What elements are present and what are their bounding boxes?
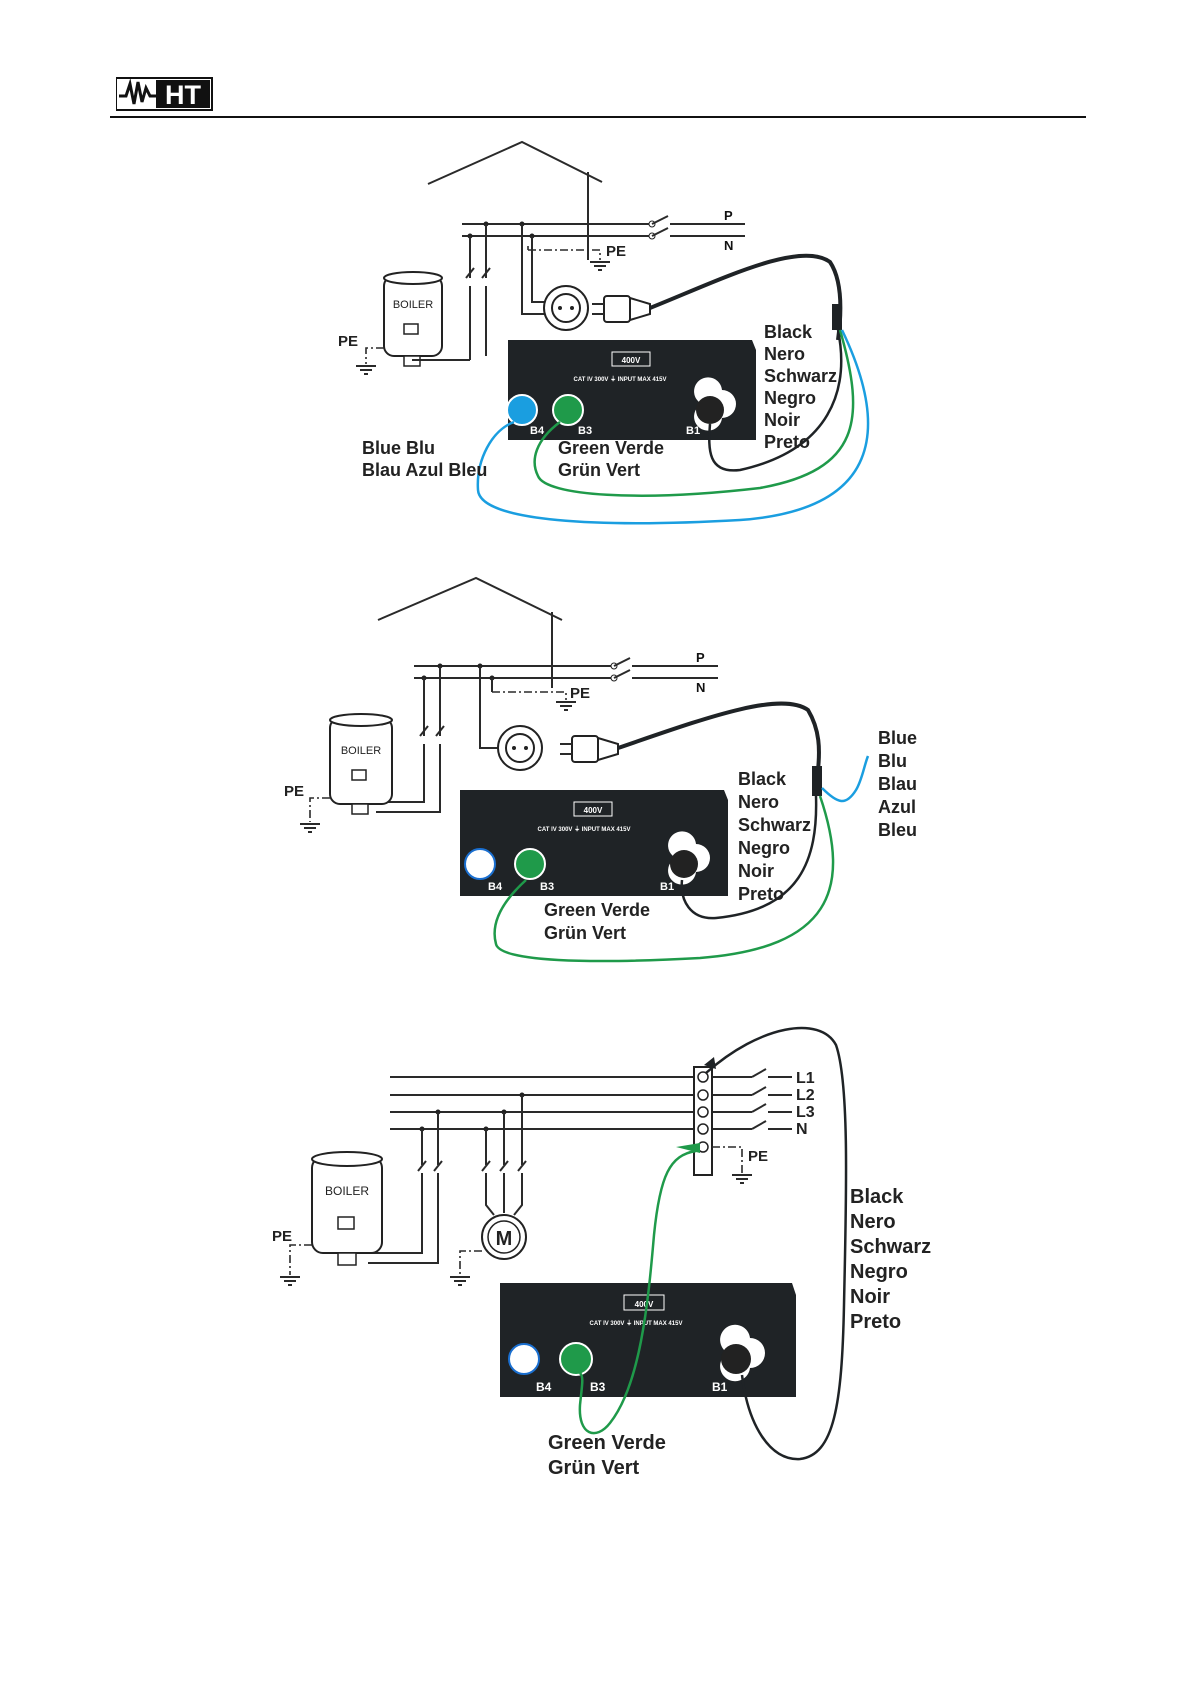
label-n: N xyxy=(724,238,733,253)
green-cable xyxy=(493,795,835,963)
device-rating: 400V xyxy=(584,806,603,815)
logo-wave-icon xyxy=(119,78,156,105)
device-cat: CAT IV 300V ⏚ INPUT MAX 415V xyxy=(538,826,631,833)
label-pe-house: PE xyxy=(606,243,626,260)
terminal-b1[interactable] xyxy=(721,1344,751,1374)
label-pe-house: PE xyxy=(570,685,590,702)
device-rating: 400V xyxy=(622,356,641,365)
green-label: Green Verde Grün Vert xyxy=(548,1432,671,1475)
label-b1: B1 xyxy=(712,1380,728,1394)
label-b3: B3 xyxy=(590,1380,606,1394)
tester-device: 400V CAT IV 300V ⏚ INPUT MAX 415V B4 B3 … xyxy=(500,1283,796,1397)
label-b4: B4 xyxy=(536,1380,552,1394)
device-cat: CAT IV 300V ⏚ INPUT MAX 415V xyxy=(590,1320,683,1327)
label-b1: B1 xyxy=(686,425,700,437)
label-n: N xyxy=(696,680,705,695)
diagram-2: P N PE BOILER PE 400V CAT IV 300V ⏚ INPU… xyxy=(284,576,922,963)
black-cable xyxy=(617,701,821,771)
header-rule xyxy=(110,116,1086,118)
blue-label: Blue Blu Blau Azul Bleu xyxy=(878,728,922,840)
blue-cable xyxy=(476,329,870,525)
label-pe-boiler: PE xyxy=(338,333,358,350)
terminal-b4[interactable] xyxy=(508,1343,540,1375)
label-p: P xyxy=(696,650,705,665)
house-roof xyxy=(377,576,563,621)
motor-icon: M xyxy=(481,1214,527,1260)
socket-icon xyxy=(543,285,589,331)
plug-icon xyxy=(592,295,651,323)
label-pe-bus: PE xyxy=(748,1148,768,1165)
diagram-3: L1 L2 L3 N PE M BOILER PE xyxy=(272,1026,937,1475)
device-rating: 400V xyxy=(635,1300,654,1309)
label-b3: B3 xyxy=(578,425,592,437)
boiler-label: BOILER xyxy=(341,745,381,757)
blue-label: Blue Blu Blau Azul Bleu xyxy=(362,438,487,480)
boiler-icon: BOILER xyxy=(383,271,443,367)
boiler-icon: BOILER xyxy=(329,713,393,815)
label-p: P xyxy=(724,208,733,223)
switch-icon xyxy=(648,215,669,240)
terminal-block xyxy=(693,1066,713,1176)
green-label: Green Verde Grün Vert xyxy=(544,900,655,943)
motor-label: M xyxy=(496,1228,513,1250)
green-cable xyxy=(533,329,855,497)
socket-icon xyxy=(497,725,543,771)
green-cable xyxy=(578,1149,697,1435)
switch-icon xyxy=(712,1068,792,1130)
label-b4: B4 xyxy=(530,425,545,437)
green-label: Green Verde Grün Vert xyxy=(558,438,669,480)
boiler-label: BOILER xyxy=(393,299,433,311)
phase-labels: L1 L2 L3 N xyxy=(796,1070,819,1138)
page-header: HT xyxy=(0,0,1190,125)
label-b1: B1 xyxy=(660,881,674,893)
terminal-b3[interactable] xyxy=(559,1342,593,1376)
device-cat: CAT IV 300V ⏚ INPUT MAX 415V xyxy=(574,376,667,383)
switch-icon xyxy=(610,657,631,682)
boiler-label: BOILER xyxy=(325,1184,369,1198)
black-label: Black Nero Schwarz Negro Noir Preto xyxy=(764,322,842,452)
terminal-b4[interactable] xyxy=(506,394,538,426)
label-pe-boiler: PE xyxy=(272,1228,292,1245)
terminal-b3[interactable] xyxy=(552,394,584,426)
blue-cable xyxy=(821,755,870,803)
terminal-b4[interactable] xyxy=(464,848,496,880)
logo-text: HT xyxy=(165,80,201,110)
terminal-b1[interactable] xyxy=(670,850,698,878)
diagram-1: P N PE BOILER PE 400V CAT IV 300V ⏚ xyxy=(338,140,870,525)
ht-logo: HT xyxy=(116,77,213,111)
label-b4: B4 xyxy=(488,881,503,893)
tester-device: 400V CAT IV 300V ⏚ INPUT MAX 415V B4 B3 … xyxy=(460,790,728,896)
plug-icon xyxy=(560,735,619,763)
label-b3: B3 xyxy=(540,881,554,893)
black-label: Black Nero Schwarz Negro Noir Preto xyxy=(738,769,816,904)
terminal-b3[interactable] xyxy=(514,848,546,880)
black-cable xyxy=(705,1026,848,1461)
boiler-icon: BOILER xyxy=(311,1151,383,1266)
tester-device: 400V CAT IV 300V ⏚ INPUT MAX 415V B4 B3 … xyxy=(506,340,756,440)
black-label: Black Nero Schwarz Negro Noir Preto xyxy=(850,1186,937,1333)
terminal-b1[interactable] xyxy=(696,396,724,424)
house-roof xyxy=(427,140,603,185)
label-pe-boiler: PE xyxy=(284,783,304,800)
